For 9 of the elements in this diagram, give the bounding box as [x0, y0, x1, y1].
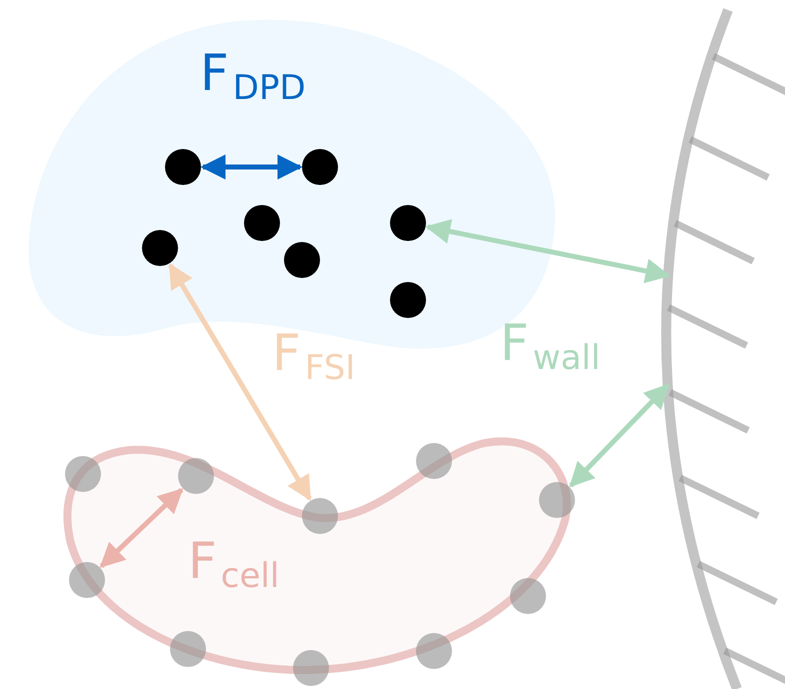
force-label: F$_{FSI}$	[272, 328, 356, 378]
force-label: F$_{wall}$	[500, 318, 600, 368]
force-label: F$_{cell}$	[188, 536, 280, 586]
force-arrow	[100, 488, 184, 568]
force-arrow	[168, 263, 312, 501]
force-arrow	[200, 154, 302, 180]
force-arrow	[425, 219, 671, 284]
force-label: F$_{DPD}$	[200, 48, 306, 98]
force-arrow	[569, 384, 670, 488]
